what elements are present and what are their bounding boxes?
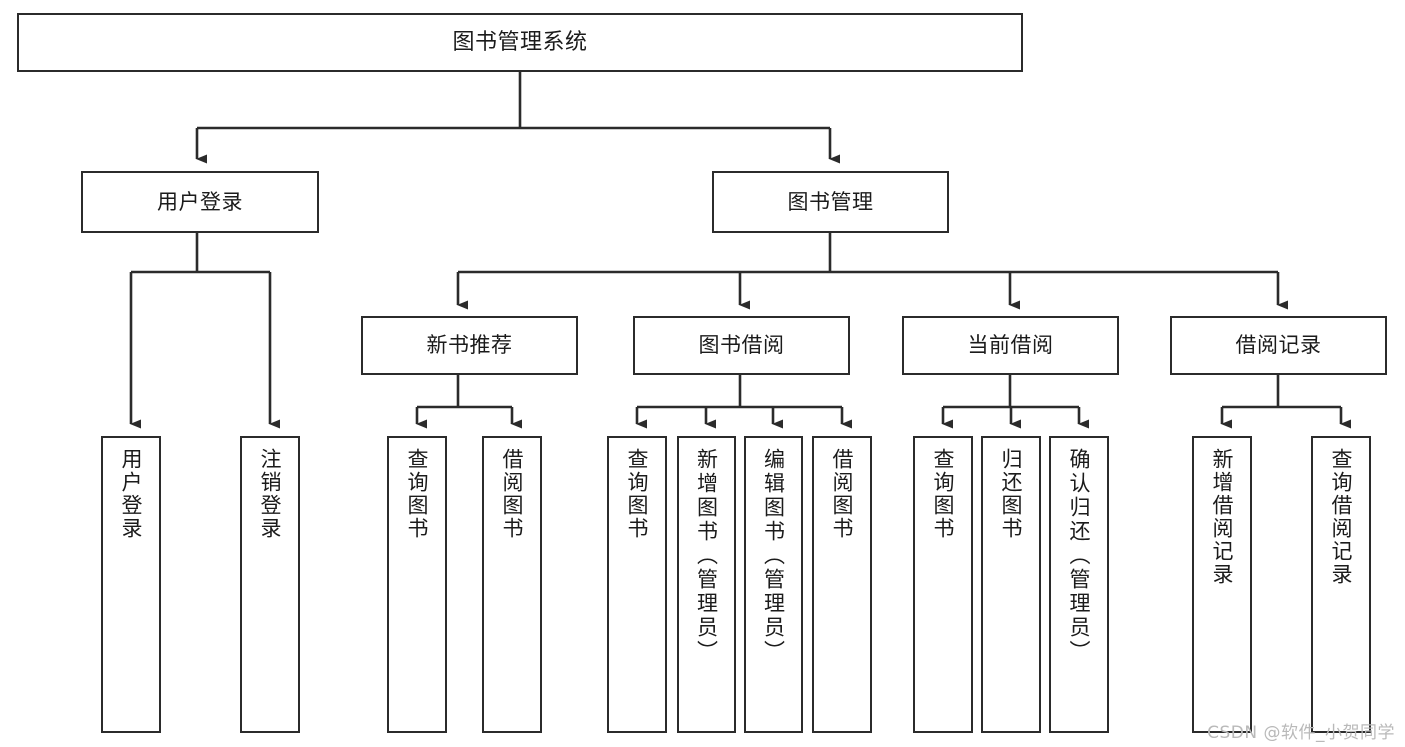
node-new-book-recommend[interactable]: 新书推荐 [361, 316, 578, 375]
node-book-borrow[interactable]: 图书借阅 [633, 316, 850, 375]
node-root-label: 图书管理系统 [452, 29, 588, 55]
node-leaf-confirm-return-label: 确认归还（管理员） [1067, 448, 1092, 664]
node-leaf-add-book[interactable]: 新增图书（管理员） [677, 436, 736, 733]
node-book-manage[interactable]: 图书管理 [712, 171, 949, 233]
node-current-borrow-label: 当前借阅 [967, 333, 1054, 358]
node-leaf-return-book[interactable]: 归还图书 [981, 436, 1041, 733]
node-user-login[interactable]: 用户登录 [81, 171, 319, 233]
node-leaf-query-book-2-label: 查询图书 [625, 448, 650, 540]
node-leaf-query-book-1[interactable]: 查询图书 [387, 436, 447, 733]
node-leaf-borrow-book-2[interactable]: 借阅图书 [812, 436, 872, 733]
node-leaf-edit-book[interactable]: 编辑图书（管理员） [744, 436, 803, 733]
node-leaf-query-record[interactable]: 查询借阅记录 [1311, 436, 1371, 733]
node-borrow-record-label: 借阅记录 [1235, 333, 1322, 358]
node-leaf-add-record-label: 新增借阅记录 [1210, 448, 1235, 586]
node-leaf-query-book-3-label: 查询图书 [931, 448, 956, 540]
node-current-borrow[interactable]: 当前借阅 [902, 316, 1119, 375]
node-user-login-label: 用户登录 [157, 189, 243, 214]
node-leaf-query-record-label: 查询借阅记录 [1329, 448, 1354, 586]
node-borrow-record[interactable]: 借阅记录 [1170, 316, 1387, 375]
node-leaf-return-book-label: 归还图书 [999, 448, 1024, 540]
node-leaf-user-login[interactable]: 用户登录 [101, 436, 161, 733]
watermark: CSDN @软件_小贺同学 [1207, 723, 1395, 743]
node-leaf-add-book-label: 新增图书（管理员） [694, 448, 719, 664]
node-leaf-borrow-book-1[interactable]: 借阅图书 [482, 436, 542, 733]
node-leaf-borrow-book-1-label: 借阅图书 [500, 448, 525, 540]
node-book-manage-label: 图书管理 [787, 189, 874, 214]
node-leaf-logout-label: 注销登录 [258, 448, 283, 540]
node-leaf-add-record[interactable]: 新增借阅记录 [1192, 436, 1252, 733]
node-leaf-logout[interactable]: 注销登录 [240, 436, 300, 733]
node-leaf-confirm-return[interactable]: 确认归还（管理员） [1049, 436, 1109, 733]
node-leaf-query-book-3[interactable]: 查询图书 [913, 436, 973, 733]
node-book-borrow-label: 图书借阅 [698, 333, 785, 358]
node-leaf-query-book-1-label: 查询图书 [405, 448, 430, 540]
node-leaf-user-login-label: 用户登录 [119, 448, 144, 540]
node-new-book-recommend-label: 新书推荐 [426, 333, 513, 358]
node-root[interactable]: 图书管理系统 [17, 13, 1023, 72]
node-leaf-edit-book-label: 编辑图书（管理员） [761, 448, 786, 664]
node-leaf-query-book-2[interactable]: 查询图书 [607, 436, 667, 733]
node-leaf-borrow-book-2-label: 借阅图书 [830, 448, 855, 540]
